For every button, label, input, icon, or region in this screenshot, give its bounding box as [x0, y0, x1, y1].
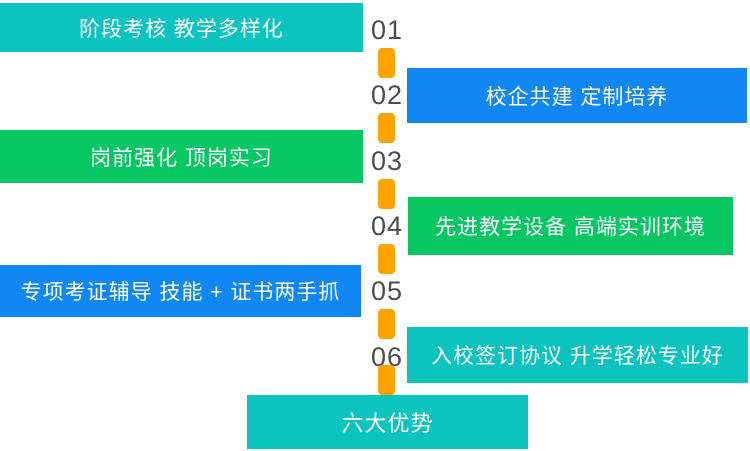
- step-number-03: 03: [370, 145, 404, 176]
- summary-title-box: 六大优势: [247, 395, 528, 449]
- advantage-box-01: 阶段考核 教学多样化: [0, 3, 363, 52]
- connector-dash: [378, 48, 395, 78]
- advantage-box-04: 先进教学设备 高端实训环境: [408, 197, 733, 255]
- connector-dash: [378, 244, 395, 274]
- step-number-05: 05: [370, 275, 404, 306]
- advantage-box-03: 岗前强化 顶岗实习: [0, 130, 363, 183]
- connector-dash: [378, 365, 395, 395]
- connector-dash: [378, 309, 395, 339]
- step-number-04: 04: [370, 210, 404, 241]
- connector-dash: [378, 179, 395, 209]
- advantage-box-06: 入校签订协议 升学轻松专业好: [407, 327, 748, 383]
- step-number-02: 02: [370, 79, 404, 110]
- step-number-01: 01: [370, 14, 404, 45]
- advantage-box-02: 校企共建 定制培养: [407, 68, 747, 123]
- advantage-box-05: 专项考证辅导 技能 + 证书两手抓: [0, 265, 361, 317]
- connector-dash: [378, 113, 395, 143]
